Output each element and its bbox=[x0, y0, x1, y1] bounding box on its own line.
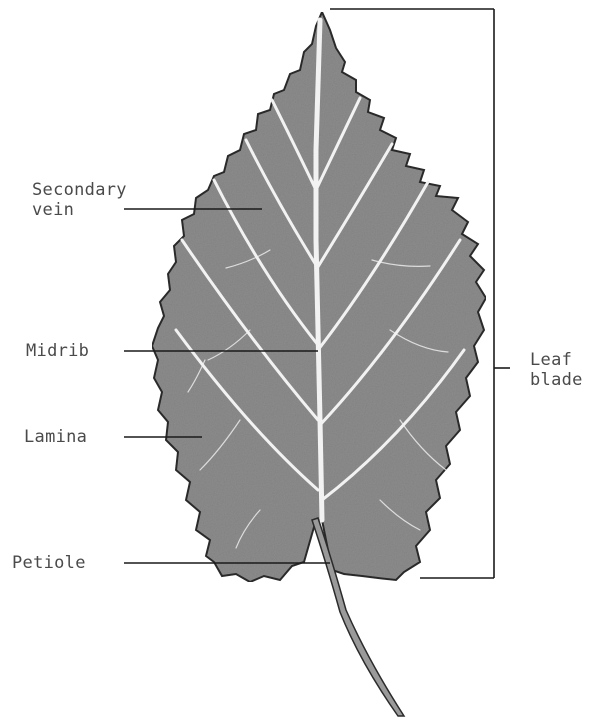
lamina-label: Lamina bbox=[24, 427, 87, 447]
secondary-vein-label-line2: vein bbox=[32, 200, 74, 220]
petiole-label: Petiole bbox=[12, 553, 86, 573]
leaf-blade-label-line1: Leaf bbox=[530, 350, 572, 370]
leaf-blade-label-line2: blade bbox=[530, 370, 583, 390]
secondary-vein-label-line1: Secondary bbox=[32, 180, 127, 200]
midrib-label: Midrib bbox=[26, 341, 89, 361]
